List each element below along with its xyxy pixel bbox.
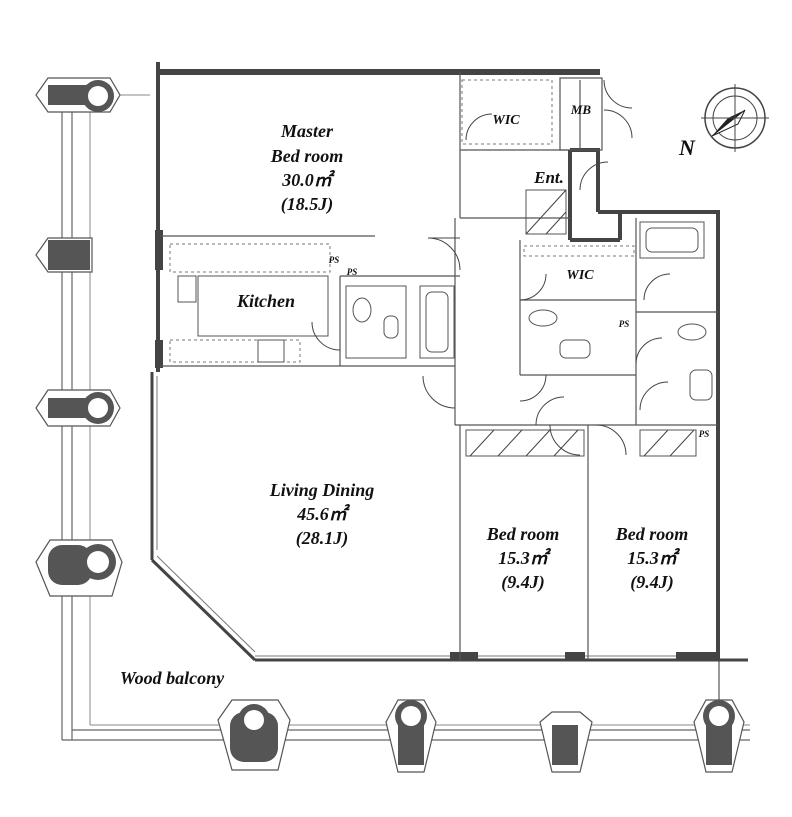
door-swings (311, 79, 671, 456)
interior-walls (160, 72, 718, 660)
windows (156, 376, 676, 657)
closet-hatching (169, 79, 697, 457)
ps-label-2: PS (347, 267, 358, 277)
bed2-tatami: (9.4J) (630, 572, 674, 593)
room-label-master-bedroom: Master Bed room 30.0㎡ (18.5J) (270, 121, 344, 215)
bathroom-fixtures (345, 221, 713, 401)
room-label-living-dining: Living Dining 45.6㎡ (28.1J) (269, 480, 375, 549)
ps-label-3: PS (619, 319, 630, 329)
room-label-bedroom-2: Bed room 15.3㎡ (9.4J) (615, 524, 689, 593)
balcony-column-bottom-2 (385, 699, 437, 773)
bed1-name: Bed room (486, 524, 560, 544)
balcony-column-left-3 (35, 389, 121, 427)
master-tatami: (18.5J) (281, 194, 334, 215)
room-label-bedroom-1: Bed room 15.3㎡ (9.4J) (486, 524, 560, 593)
room-label-wic-mid: WIC (566, 268, 594, 283)
balcony-railing (61, 80, 750, 741)
master-name-line2: Bed room (270, 146, 344, 166)
balcony-column-bottom-4 (693, 655, 745, 773)
master-name-line1: Master (280, 121, 334, 141)
bed1-tatami: (9.4J) (501, 572, 545, 593)
balcony-column-left-4 (35, 539, 123, 597)
room-label-entrance: Ent. (533, 168, 564, 187)
living-name: Living Dining (269, 480, 375, 500)
balcony-column-bottom-1 (217, 699, 291, 771)
bed2-name: Bed room (615, 524, 689, 544)
master-area: 30.0㎡ (281, 169, 336, 190)
ps-label-1: PS (329, 255, 340, 265)
room-label-kitchen: Kitchen (236, 291, 295, 311)
balcony-label: Wood balcony (120, 668, 225, 688)
balcony-column-left-2 (35, 237, 93, 273)
room-label-mb: MB (570, 102, 592, 117)
living-area: 45.6㎡ (296, 503, 351, 524)
living-tatami: (28.1J) (296, 528, 349, 549)
room-label-wic-top: WIC (492, 113, 520, 128)
balcony-column-bottom-3 (539, 711, 593, 773)
bed2-area: 15.3㎡ (627, 547, 681, 568)
north-arrow-icon: N (678, 84, 769, 160)
compass-north-label: N (678, 135, 696, 160)
exterior-walls (150, 62, 748, 662)
ps-label-4: PS (699, 429, 710, 439)
bed1-area: 15.3㎡ (498, 547, 552, 568)
balcony-column-left-1 (35, 77, 121, 113)
